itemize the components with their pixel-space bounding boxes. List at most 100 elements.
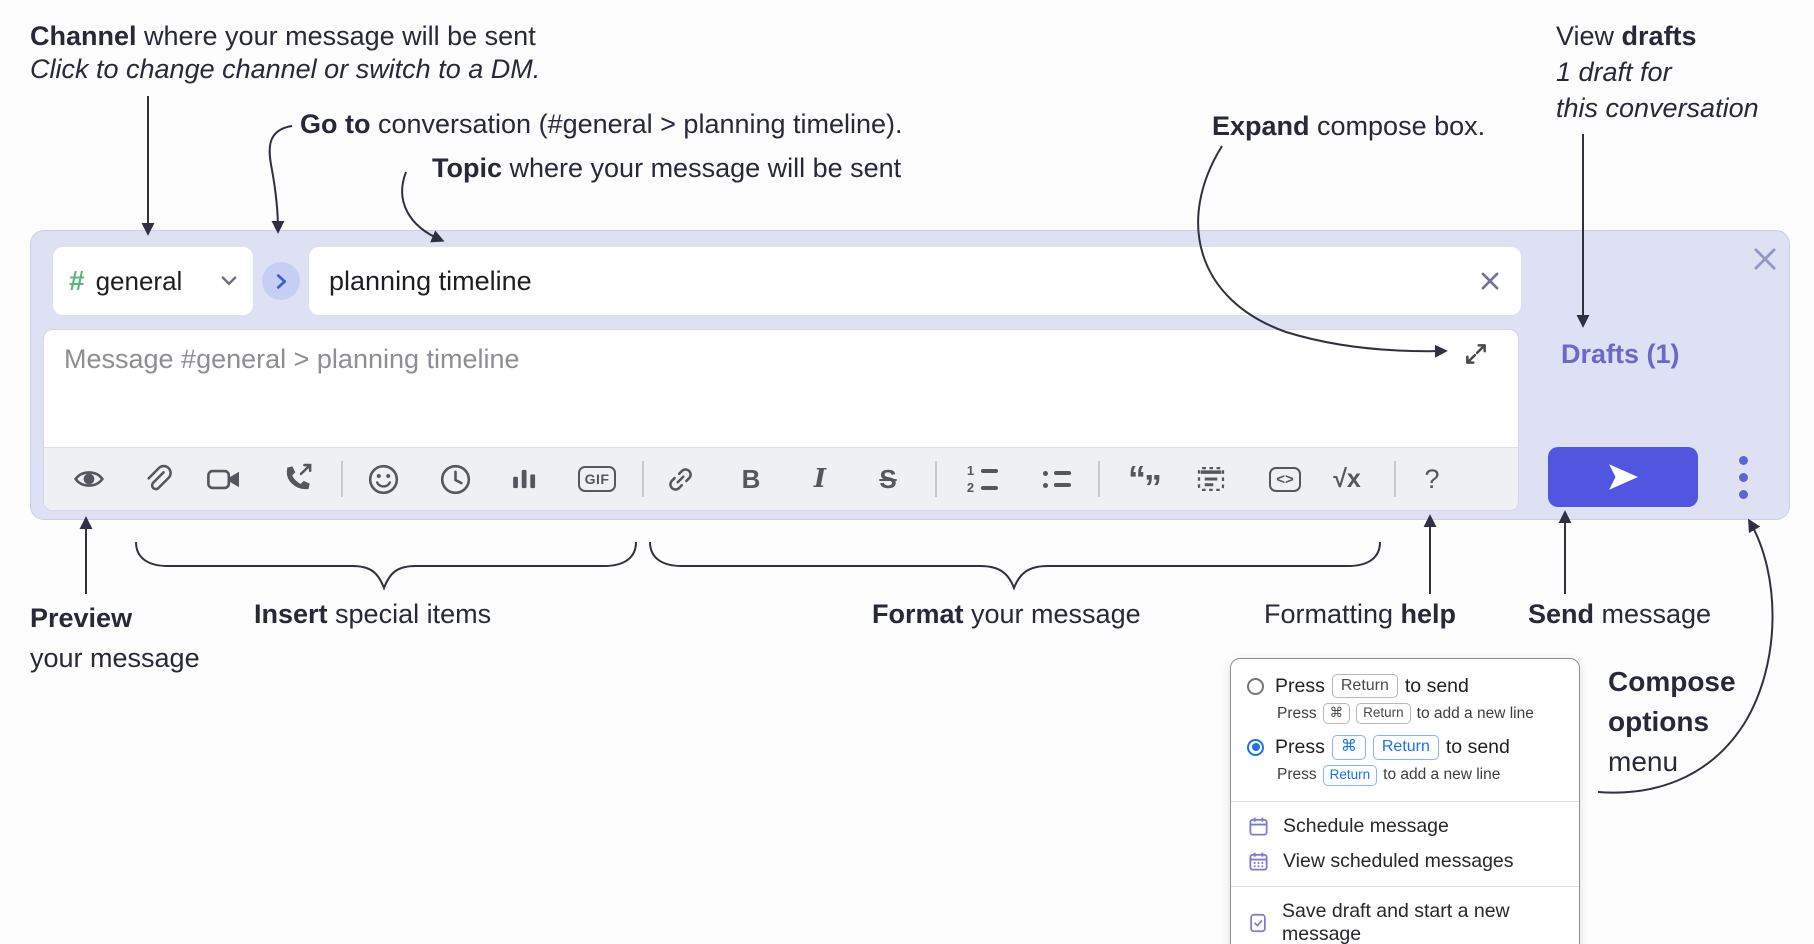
inline-code-button[interactable]: <> <box>1265 457 1305 501</box>
emoji-button[interactable] <box>363 457 403 501</box>
video-camera-icon <box>206 465 242 494</box>
clock-icon <box>439 463 472 496</box>
compose-options-annotation: Compose options menu <box>1608 666 1736 777</box>
expand-compose-button[interactable] <box>1460 338 1492 370</box>
blockquote-icon: “” <box>1128 458 1162 508</box>
square-root-icon: √x <box>1333 464 1361 493</box>
compose-box: # general Drafts (1) <box>30 230 1790 520</box>
keycap: Return <box>1356 703 1411 725</box>
smiley-icon <box>367 463 400 496</box>
keycap: Return <box>1331 674 1398 699</box>
italic-icon: I <box>813 464 827 494</box>
toolbar-divider <box>935 461 937 497</box>
brace-format <box>649 541 1381 591</box>
topic-field-wrap <box>309 247 1521 315</box>
toolbar-divider <box>642 461 644 497</box>
bold-icon: B <box>741 463 761 494</box>
gif-icon: GIF <box>577 466 617 492</box>
send-annotation: Send message <box>1528 599 1712 629</box>
strikethrough-button[interactable]: S <box>868 457 908 501</box>
bold-button[interactable]: B <box>731 457 771 501</box>
insert-annotation: Insert special items <box>254 599 492 629</box>
eye-icon <box>72 465 106 493</box>
blockquote-button[interactable]: “” <box>1124 457 1164 508</box>
link-button[interactable] <box>660 457 700 501</box>
inline-code-icon: <> <box>1269 466 1301 492</box>
menu-divider <box>1231 800 1579 802</box>
formula-button[interactable]: √x <box>1327 457 1367 501</box>
close-icon <box>1752 246 1778 272</box>
brace-insert <box>135 541 637 591</box>
phone-forward-icon <box>281 463 313 495</box>
preview-button[interactable] <box>69 457 109 501</box>
keycap: ⌘ <box>1322 703 1351 725</box>
bullet-list-button[interactable] <box>1037 457 1077 501</box>
goto-annotation: Go to conversation (#general > planning … <box>300 109 903 139</box>
keycap: Return <box>1372 735 1439 760</box>
code-block-button[interactable] <box>1191 457 1231 501</box>
arrow-goto <box>268 125 293 234</box>
topic-input[interactable] <box>309 247 1521 315</box>
goto-conversation-button[interactable] <box>262 262 300 300</box>
calendar-icon <box>1247 815 1270 838</box>
view-drafts-annotation: View drafts 1 draft for this conversatio… <box>1556 21 1759 123</box>
send-icon <box>1605 462 1641 492</box>
radio-selected-icon <box>1247 738 1264 756</box>
kebab-menu-icon <box>1738 455 1748 499</box>
ordered-list-icon: 1 2 <box>966 464 998 494</box>
clear-topic-button[interactable] <box>1475 266 1505 296</box>
gif-button[interactable]: GIF <box>573 457 621 501</box>
format-annotation: Format your message <box>872 599 1141 629</box>
drafts-link[interactable]: Drafts (1) <box>1561 339 1680 369</box>
expand-annotation: Expand compose box. <box>1212 111 1486 141</box>
calendar-dots-icon <box>1247 850 1270 873</box>
channel-selector[interactable]: # general <box>53 247 253 315</box>
preview-annotation: Preview your message <box>30 603 200 673</box>
keycap: Return <box>1322 764 1378 786</box>
send-button[interactable] <box>1548 447 1698 507</box>
clock-button[interactable] <box>435 457 475 501</box>
expand-icon <box>1463 341 1489 367</box>
italic-button[interactable]: I <box>800 457 840 501</box>
radio-unselected-icon <box>1247 677 1264 695</box>
audio-clip-button[interactable] <box>277 457 317 501</box>
formatting-help-annotation: Formatting help <box>1264 599 1457 629</box>
ordered-list-button[interactable]: 1 2 <box>962 457 1002 501</box>
channel-annotation: Channel where your message will be sent … <box>30 21 541 84</box>
chevron-down-icon <box>221 276 237 286</box>
formatting-toolbar: GIF B I S <box>44 447 1518 510</box>
video-clip-button[interactable] <box>204 457 244 501</box>
poll-button[interactable] <box>504 457 544 501</box>
paperclip-icon <box>142 464 173 495</box>
message-input[interactable] <box>62 342 1406 438</box>
channel-name: general <box>95 265 183 296</box>
formatting-help-button[interactable]: ? <box>1412 457 1452 501</box>
attach-file-button[interactable] <box>137 457 177 501</box>
chevron-right-icon <box>276 273 287 289</box>
menu-item-schedule-message[interactable]: Schedule message <box>1231 809 1579 844</box>
topic-annotation: Topic where your message will be sent <box>432 153 902 183</box>
draft-check-icon <box>1247 912 1269 934</box>
menu-divider <box>1231 885 1579 887</box>
bar-chart-icon <box>508 463 540 495</box>
strikethrough-icon: S <box>879 463 897 494</box>
compose-options-button[interactable] <box>1723 449 1763 505</box>
keycap: ⌘ <box>1331 735 1366 760</box>
close-compose-button[interactable] <box>1749 243 1781 275</box>
channel-hash-icon: # <box>69 265 85 296</box>
menu-item-view-scheduled[interactable]: View scheduled messages <box>1231 844 1579 879</box>
toolbar-divider <box>1098 461 1100 497</box>
menu-item-save-draft[interactable]: Save draft and start a new message <box>1231 894 1579 944</box>
close-icon <box>1479 270 1501 292</box>
toolbar-divider <box>341 461 343 497</box>
link-icon <box>665 464 696 495</box>
question-mark-icon: ? <box>1424 463 1440 494</box>
message-box: GIF B I S <box>43 329 1519 511</box>
toolbar-divider <box>1394 461 1396 497</box>
